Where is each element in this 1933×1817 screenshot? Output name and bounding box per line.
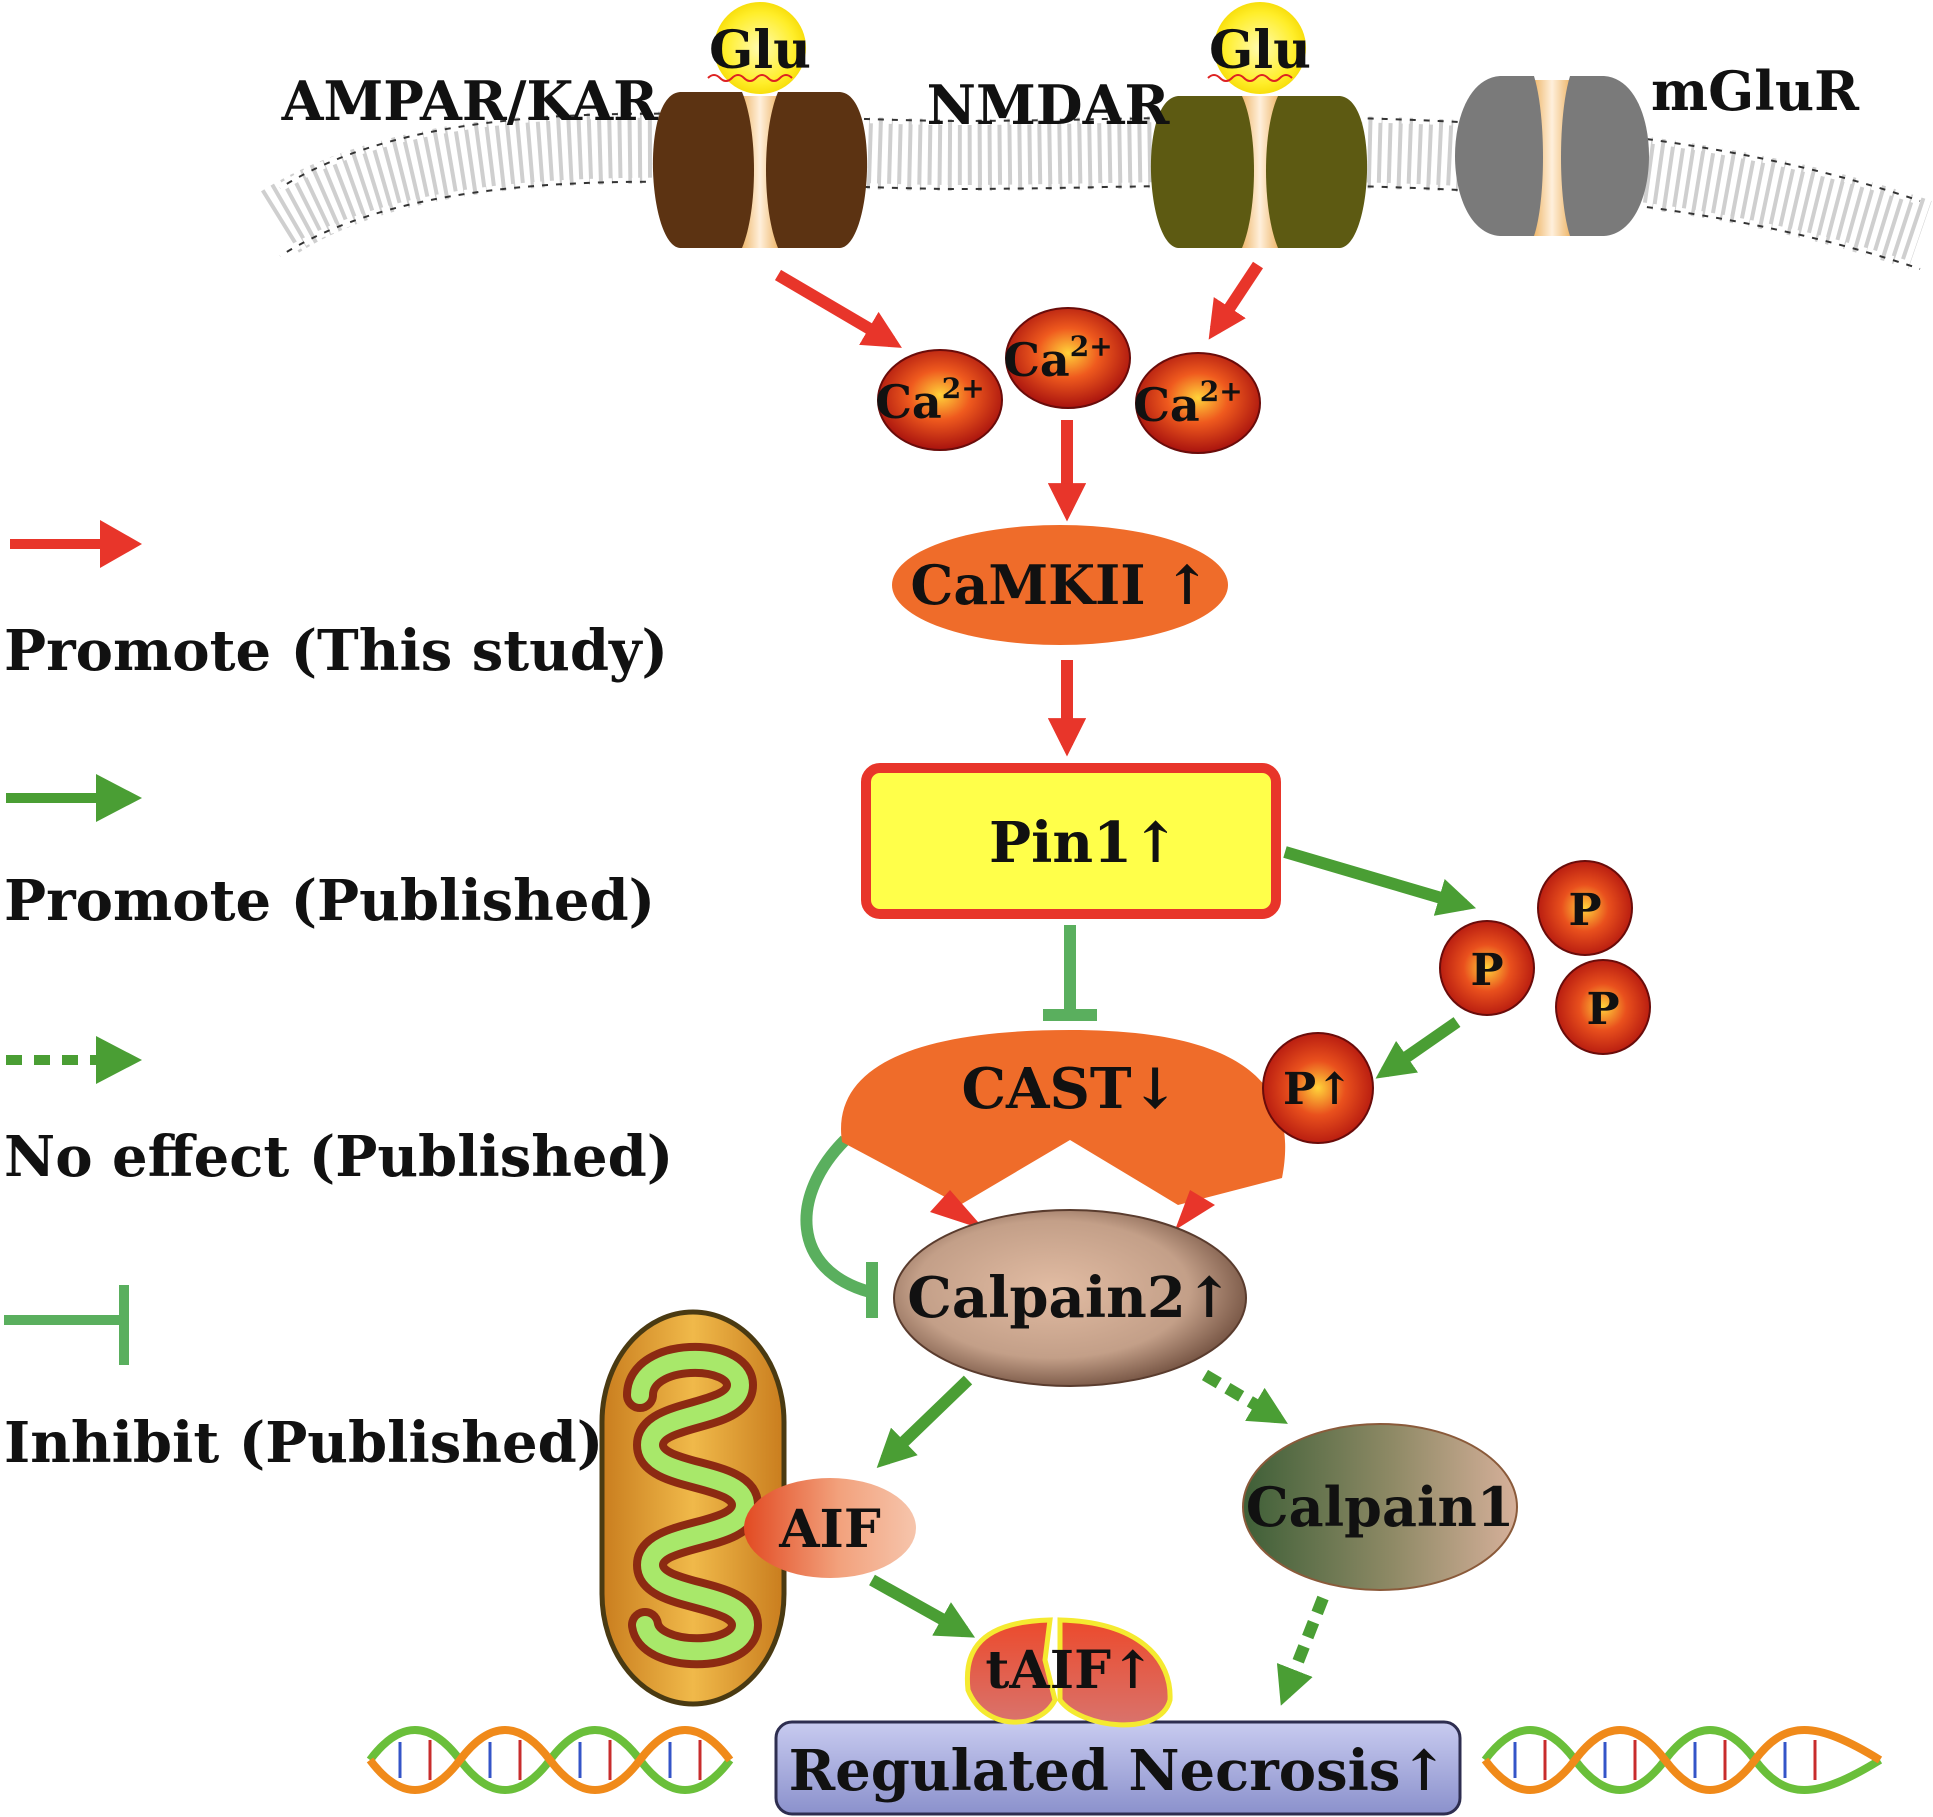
arrow-aif-to-taif <box>869 1574 976 1638</box>
glu-label-2: Glu <box>1209 20 1311 81</box>
arrow-calpain1-to-necrosis <box>1276 1595 1329 1706</box>
cast-node <box>841 1030 1286 1205</box>
phosphate-label: P <box>1568 885 1601 936</box>
ca-charge: 2+ <box>942 372 985 405</box>
ca-charge: 2+ <box>1200 375 1243 408</box>
calcium-ion-1: Ca2+ <box>875 349 1003 451</box>
inhibit-cast-to-calpain2 <box>800 1135 878 1318</box>
calpain1-node <box>1242 1423 1518 1591</box>
camkii-node <box>892 525 1228 645</box>
pathway-arrows <box>774 261 1477 1706</box>
calcium-ion-3: Ca2+ <box>1133 352 1261 454</box>
legend-promote-published-label: Promote (Published) <box>4 868 656 934</box>
pin1-label: Pin1↑ <box>989 810 1179 876</box>
arrow-pin1-to-phosphate <box>1283 846 1477 916</box>
phosphate-up-node: P↑ <box>1262 1032 1374 1144</box>
inhibit-pin1-to-cast <box>1043 925 1097 1021</box>
glu-ligand-icon <box>714 2 806 94</box>
dna-strand-left-icon <box>366 1726 734 1794</box>
phosphate-1: P <box>1537 860 1633 956</box>
arrow-calpain2-to-aif <box>876 1375 973 1468</box>
nmdar-receptor <box>1150 2 1368 248</box>
arrow-ampar-to-calcium <box>774 269 902 348</box>
ca-label: Ca <box>875 375 941 429</box>
dna-strand-right-icon <box>1481 1726 1883 1794</box>
regulated-necrosis-label: Regulated Necrosis↑ <box>789 1738 1448 1804</box>
svg-text:Ca2+: Ca2+ <box>875 372 984 429</box>
calpain1-label: Calpain1 <box>1246 1475 1515 1539</box>
phosphate-label: P <box>1586 984 1619 1035</box>
legend-promote-this-study-label: Promote (This study) <box>4 618 669 684</box>
ca-label: Ca <box>1003 333 1069 387</box>
legend <box>4 520 142 1365</box>
ampar-kar-label: AMPAR/KAR <box>281 69 659 133</box>
svg-text:Ca2+: Ca2+ <box>1133 375 1242 432</box>
taif-node: tAIF↑ <box>964 1617 1173 1728</box>
svg-text:Ca2+: Ca2+ <box>1003 330 1112 387</box>
mglur-receptor <box>1455 76 1649 236</box>
phosphate-label: P <box>1470 945 1503 996</box>
arrow-phosphate-to-cast <box>1375 1017 1461 1079</box>
cast-label: CAST↓ <box>961 1056 1178 1122</box>
mglur-label: mGluR <box>1651 59 1860 123</box>
phosphate-up-label: P↑ <box>1283 1064 1353 1115</box>
aif-node <box>744 1478 916 1578</box>
phosphate-2: P <box>1439 920 1535 1016</box>
camkii-label: CaMKII ↑ <box>910 553 1209 617</box>
mitochondrion-icon <box>599 1309 787 1707</box>
taif-label: tAIF↑ <box>985 1640 1154 1701</box>
calpain2-node <box>893 1209 1247 1387</box>
aif-label: AIF <box>778 1499 881 1560</box>
calpain2-label: Calpain2↑ <box>907 1265 1232 1331</box>
pin1-node <box>861 763 1281 919</box>
ca-charge: 2+ <box>1070 330 1113 363</box>
phosphate-3: P <box>1555 959 1651 1055</box>
legend-no-effect-label: No effect (Published) <box>4 1124 674 1190</box>
glu-label-1: Glu <box>709 20 811 81</box>
ca-label: Ca <box>1133 378 1199 432</box>
glu-ligand-icon <box>1214 2 1306 94</box>
nmdar-label: NMDAR <box>927 73 1171 137</box>
legend-inhibit-label: Inhibit (Published) <box>4 1410 604 1476</box>
calcium-ion-2: Ca2+ <box>1003 307 1131 409</box>
arrow-calpain2-to-calpain1 <box>1201 1369 1288 1424</box>
ampar-kar-receptor <box>652 2 868 248</box>
arrow-nmdar-to-calcium <box>1208 261 1264 340</box>
